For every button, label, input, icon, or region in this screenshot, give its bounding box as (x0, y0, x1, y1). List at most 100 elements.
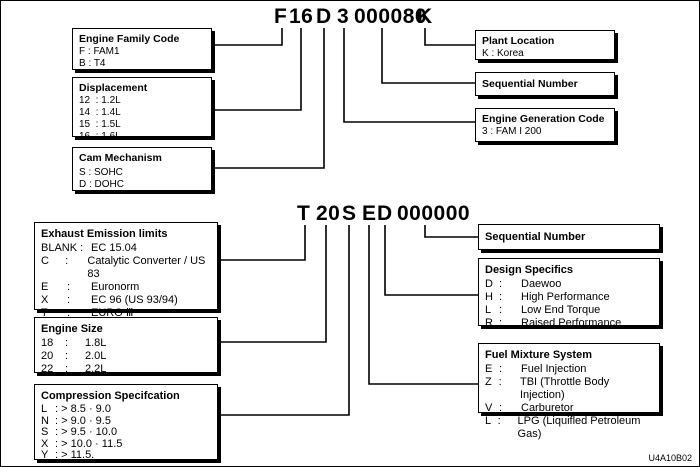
sequential-number-box-top: Sequential Number (475, 72, 615, 96)
design-key: D (485, 278, 493, 290)
exhaust-row: BLANK : EC 15.04 (41, 242, 211, 255)
exhaust-value: EURO Ⅲ (91, 307, 134, 319)
compression-box: Compression Specifcation L : > 8.5 · 9.0… (34, 384, 218, 462)
sequential-number-box-bottom: Sequential Number (478, 224, 660, 250)
engine-size-row: 18: 1.8L (41, 337, 107, 349)
code1-sequence: 000080 (354, 5, 428, 28)
compression-value: : > 8.5 · 9.0 (55, 403, 111, 415)
cam-mechanism-box: Cam Mechanism S : SOHC D : DOHC (72, 147, 212, 191)
figure-reference: U4A10B02 (648, 453, 692, 463)
exhaust-key: C (41, 255, 49, 267)
compression-value: : > 11.5. (55, 449, 95, 461)
engine-generation-box: Engine Generation Code 3 : FAM I 200 (475, 108, 615, 142)
design-value: Low End Torque (521, 304, 601, 316)
compression-key: N (41, 414, 49, 427)
code2-s: S (342, 202, 357, 225)
fuel-key: L (485, 415, 492, 427)
engine-family-box: Engine Family Code F : FAM1 B : T4 (72, 28, 212, 70)
fuel-row: V: Carburetor (485, 402, 574, 414)
engine-size-value: 2.2L (85, 363, 107, 375)
fuel-value: Fuel Injection (521, 363, 587, 375)
engine-size-box: Engine Size 18: 1.8L 20: 2.0L 22: 2.2L (34, 317, 218, 375)
code1-k: K (417, 5, 433, 28)
design-value: Raised Performance (521, 317, 622, 329)
exhaust-value: Catalytic Converter / US 83 (87, 255, 206, 280)
exhaust-row: E: Euronorm (41, 281, 140, 293)
engine-size-title: Engine Size (41, 323, 103, 335)
design-value: High Performance (521, 291, 610, 303)
plant-location-title: Plant Location (482, 35, 555, 47)
compression-title: Compression Specifcation (41, 390, 180, 402)
cam-mechanism-row: D : DOHC (79, 179, 124, 190)
design-row: D: Daewoo (485, 278, 562, 290)
code2-t: T (297, 202, 311, 225)
exhaust-emission-box: Exhaust Emission limits BLANK : EC 15.04… (34, 222, 218, 319)
exhaust-key: BLANK : (41, 242, 84, 254)
compression-row: N : > 9.0 · 9.5 (41, 414, 211, 428)
displacement-row: 12 : 1.2L (79, 95, 121, 106)
engine-size-value: 2.0L (85, 350, 107, 362)
exhaust-key: X (41, 294, 49, 306)
exhaust-row: X: EC 96 (US 93/94) (41, 294, 178, 306)
design-key: L (485, 304, 492, 316)
compression-row: Y : > 11.5. (41, 449, 211, 462)
exhaust-value: Euronorm (91, 281, 140, 293)
displacement-row: 16 : 1.6L (79, 131, 121, 142)
engine-size-row: 20: 2.0L (41, 350, 107, 362)
line-generation (343, 28, 475, 123)
engine-generation-title: Engine Generation Code (482, 113, 605, 125)
line-displacement (212, 28, 302, 111)
exhaust-value: EC 96 (US 93/94) (91, 294, 178, 306)
code2-e: E (362, 202, 377, 225)
line-family (212, 28, 283, 46)
code1-f: F (274, 5, 288, 28)
displacement-row: 14 : 1.4L (79, 107, 121, 118)
line-exhaust (218, 225, 306, 261)
exhaust-key: T (41, 307, 48, 319)
line-seq2 (424, 225, 478, 238)
sequential-number-title: Sequential Number (485, 231, 586, 243)
fuel-value: Carburetor (521, 402, 574, 414)
compression-value: : > 9.0 · 9.5 (55, 414, 111, 427)
plant-location-box: Plant Location K : Korea (475, 30, 615, 60)
code1-3: 3 (337, 5, 350, 28)
design-specifics-box: Design Specifics D: Daewoo H: High Perfo… (478, 258, 660, 329)
engine-size-key: 22 (41, 363, 54, 375)
code2-d: D (377, 202, 393, 225)
engine-size-key: 20 (41, 350, 54, 362)
engine-generation-row: 3 : FAM I 200 (482, 126, 542, 137)
compression-key: Y (41, 449, 49, 461)
fuel-key: V (485, 402, 493, 414)
design-row: R: Raised Performance (485, 317, 622, 329)
fuel-row: Z: TBI (Throttle Body Injection) (485, 376, 653, 402)
design-specifics-title: Design Specifics (485, 264, 574, 276)
compression-key: X (41, 437, 49, 450)
engine-size-row: 22: 2.2L (41, 363, 107, 375)
fuel-key: E (485, 363, 493, 375)
code2-20: 20 (316, 202, 341, 225)
fuel-mixture-title: Fuel Mixture System (485, 349, 592, 361)
fuel-row: E: Fuel Injection (485, 363, 587, 375)
code1-16: 16 (289, 5, 314, 28)
line-plant (424, 28, 475, 46)
fuel-row: L: LPG (Liquifled Petroleum Gas) (485, 415, 653, 441)
exhaust-key: E (41, 281, 49, 293)
code2-sequence: 000000 (397, 202, 471, 225)
fuel-value: TBI (Throttle Body Injection) (519, 376, 610, 401)
design-key: H (485, 291, 493, 303)
design-row: H: High Performance (485, 291, 610, 303)
engine-size-value: 1.8L (85, 337, 107, 349)
exhaust-row: T: EURO Ⅲ (41, 307, 134, 319)
design-key: R (485, 317, 493, 329)
line-size (218, 225, 327, 343)
exhaust-emission-title: Exhaust Emission limits (41, 228, 168, 240)
plant-location-row: K : Korea (482, 48, 524, 59)
line-fuel (368, 225, 478, 385)
fuel-key: Z (485, 376, 492, 388)
engine-family-title: Engine Family Code (79, 33, 180, 45)
sequential-number-title: Sequential Number (482, 78, 578, 90)
compression-row: L : > 8.5 · 9.0 (41, 403, 211, 416)
design-row: L: Low End Torque (485, 304, 601, 316)
fuel-value: LPG (Liquifled Petroleum Gas) (517, 415, 641, 440)
exhaust-row: C: Catalytic Converter / US 83 (41, 255, 211, 281)
